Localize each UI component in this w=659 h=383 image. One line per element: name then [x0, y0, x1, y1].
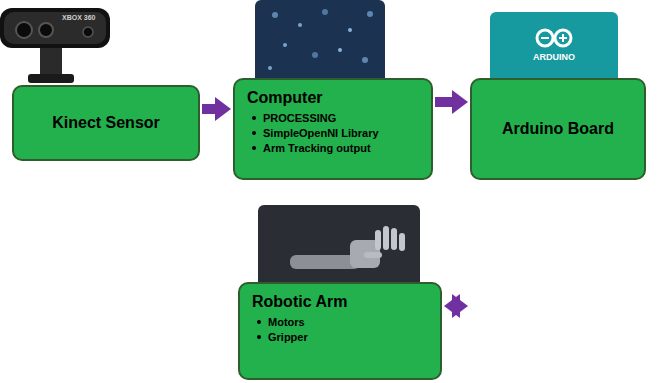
kinect-picture: [0, 8, 110, 83]
arrow-head: [215, 97, 231, 121]
bullet-dot: [257, 320, 261, 324]
bullet-dot: [257, 335, 261, 339]
process-box: Kinect Sensor: [12, 85, 200, 161]
flow-arrow: [202, 97, 231, 121]
process-box: Robotic ArmMotorsGripper: [238, 282, 442, 380]
bullet-dot: [252, 131, 256, 135]
box-title: Arduino Board: [502, 119, 614, 138]
bullet-item: SimpleOpenNI Library: [247, 126, 419, 141]
arrow-head: [452, 294, 468, 318]
flow-arrow: [444, 294, 468, 318]
logo-text: ARDUINO: [490, 52, 618, 62]
process-box: ComputerPROCESSINGSimpleOpenNI LibraryAr…: [233, 78, 433, 180]
bullet-item: Gripper: [252, 330, 428, 345]
arrow-shaft: [202, 104, 217, 114]
bullet-dot: [252, 116, 256, 120]
box-title: Robotic Arm: [252, 292, 428, 311]
arrow-shaft: [435, 97, 454, 107]
bullet-item: PROCESSING: [247, 111, 419, 126]
bullet-item: Arm Tracking output: [247, 141, 419, 156]
box-title: Kinect Sensor: [52, 113, 160, 132]
arrow-head: [452, 90, 468, 114]
bullet-dot: [252, 146, 256, 150]
brand-text: XBOX 360: [62, 14, 106, 21]
box-title: Computer: [247, 88, 419, 107]
computer-picture: [255, 0, 385, 84]
bullet-item: Motors: [252, 315, 428, 330]
process-box: Arduino Board: [470, 78, 646, 180]
flow-arrow: [435, 90, 468, 114]
robot-arm-picture: [258, 205, 420, 291]
